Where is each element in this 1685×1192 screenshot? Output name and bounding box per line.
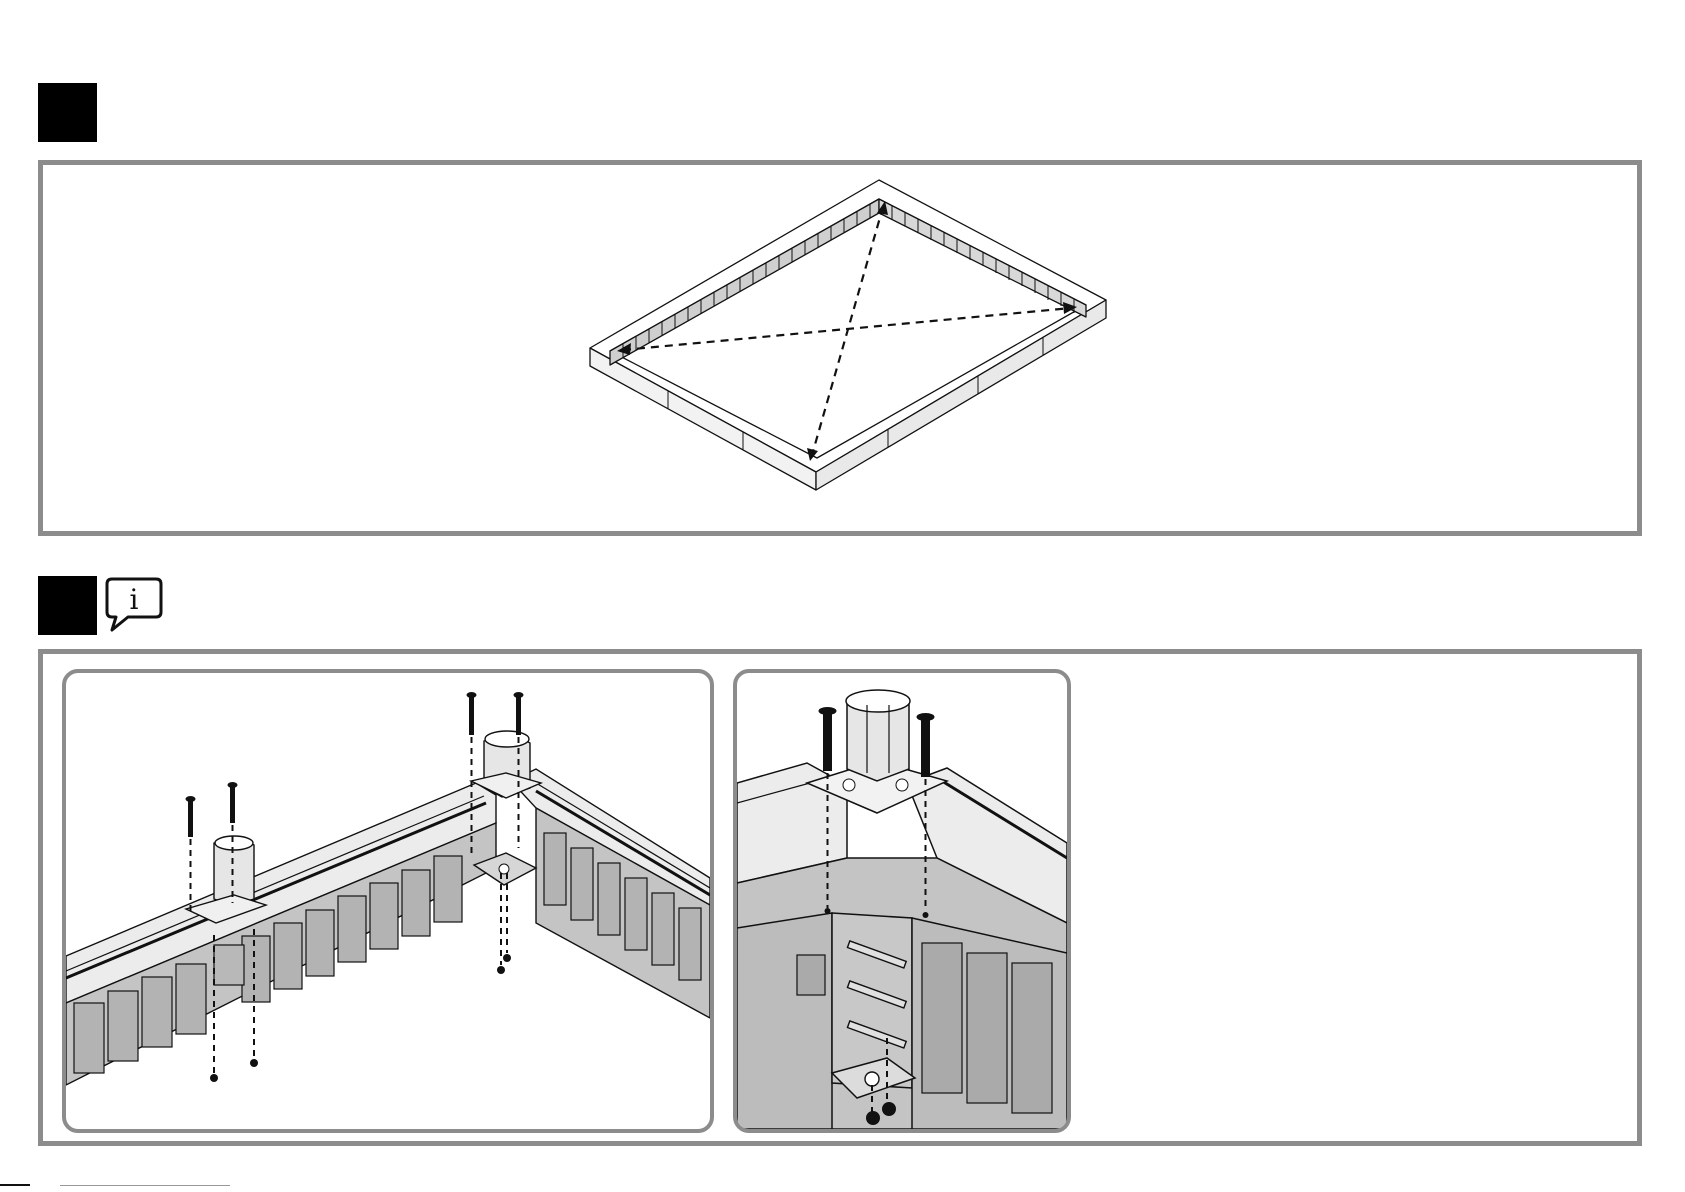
footer-mark [0, 1184, 230, 1190]
corner-connector-closeup-view [733, 669, 1071, 1133]
info-speech-bubble-icon: i [104, 576, 164, 634]
step-1-panel [38, 160, 1642, 536]
step-1-marker [38, 83, 97, 142]
corner-and-joint-assembly-view [62, 669, 714, 1133]
frame-diagonal-measure-illustration [43, 165, 1637, 531]
corner-connector-closeup-illustration [737, 673, 1067, 1129]
step-2-marker [38, 576, 97, 635]
step-2-panel [38, 649, 1642, 1146]
info-glyph: i [130, 583, 139, 616]
corner-and-joint-illustration [66, 673, 710, 1129]
